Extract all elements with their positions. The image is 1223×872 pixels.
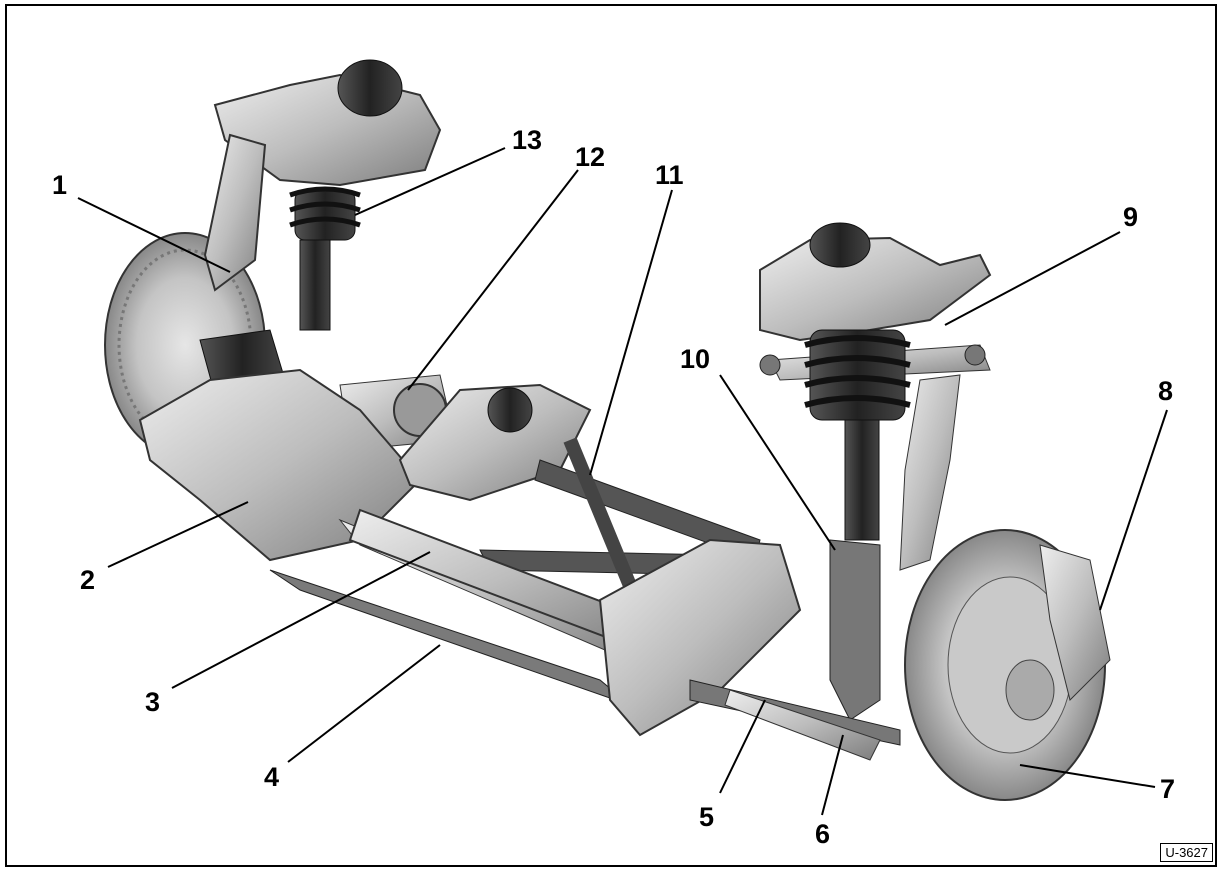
- callout-5: 5: [699, 802, 714, 832]
- leader-line-9: [944, 231, 1121, 326]
- callout-8: 8: [1158, 376, 1173, 406]
- leader-line-6: [821, 734, 844, 816]
- leader-line-5: [719, 699, 766, 794]
- callout-13: 13: [512, 125, 542, 155]
- leader-line-13: [354, 147, 506, 216]
- right-knuckle: [829, 374, 961, 721]
- left-subframe: [138, 368, 422, 562]
- callout-2: 2: [80, 565, 95, 595]
- callout-10: 10: [680, 344, 710, 374]
- callout-9: 9: [1123, 202, 1138, 232]
- callout-11: 11: [655, 160, 684, 190]
- leader-lines: [77, 147, 1168, 816]
- callout-labels: 1 2 3 4 5 6 7 8 9 10 11 12 13: [52, 125, 1175, 849]
- callout-6: 6: [815, 819, 830, 849]
- callout-1: 1: [52, 170, 67, 200]
- right-subframe: [598, 538, 802, 737]
- leader-line-8: [1099, 409, 1168, 611]
- leader-line-1: [77, 197, 231, 273]
- left-coil-spring: [289, 186, 361, 331]
- left-strut-mount: [203, 59, 442, 292]
- leader-line-12: [407, 169, 579, 391]
- callout-3: 3: [145, 687, 160, 717]
- leader-line-10: [719, 374, 836, 551]
- figure-id-label: U-3627: [1160, 843, 1213, 862]
- leader-line-2: [107, 501, 249, 568]
- callout-4: 4: [264, 762, 279, 792]
- right-brake-disc: [904, 529, 1111, 801]
- leader-line-7: [1019, 764, 1156, 788]
- right-coil-spring: [804, 329, 911, 541]
- leader-line-4: [287, 644, 441, 763]
- leader-line-11: [589, 189, 673, 476]
- callout-7: 7: [1160, 774, 1175, 804]
- callout-12: 12: [575, 142, 605, 172]
- leader-line-3: [171, 551, 431, 689]
